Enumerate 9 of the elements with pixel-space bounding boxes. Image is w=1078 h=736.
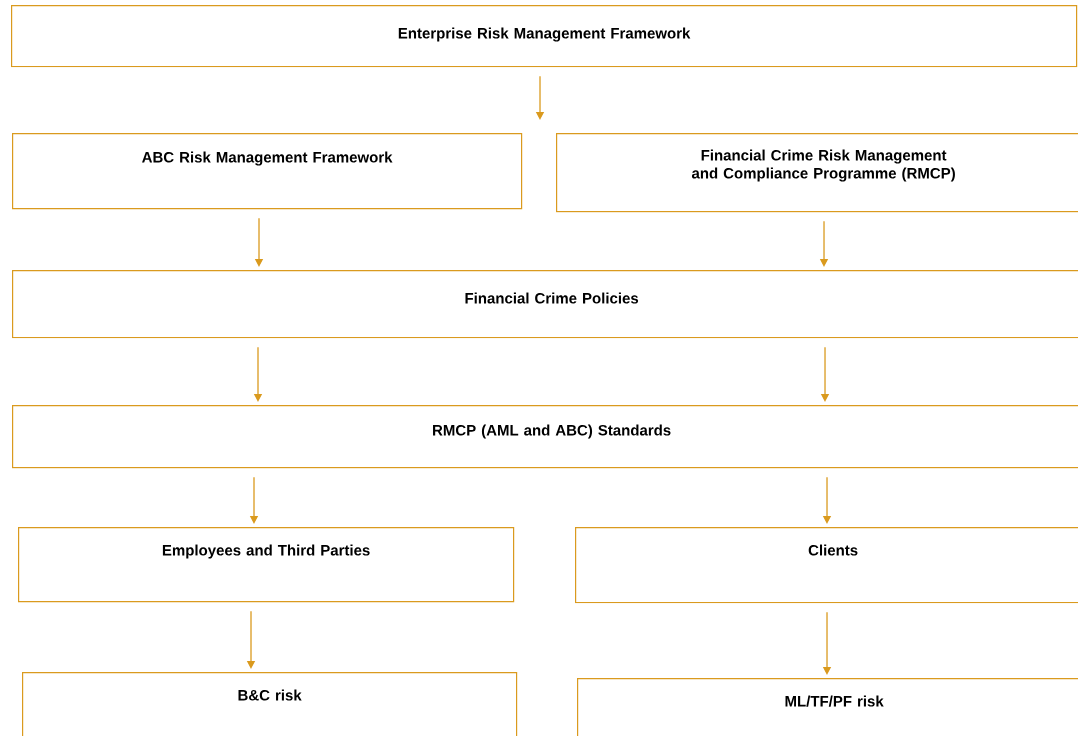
process-box: ABC Risk Management Framework [12, 133, 523, 210]
process-box: Financial Crime Risk Management and Compliance Programme (RMCP) [556, 133, 1078, 213]
process-box: Clients [575, 527, 1078, 604]
process-box: Enterprise Risk Management Framework [11, 5, 1078, 68]
process-box: Employees and Third Parties [18, 527, 515, 603]
process-box: B&C risk [22, 672, 518, 736]
process-box: ML/TF/PF risk [577, 678, 1078, 736]
process-box: Financial Crime Policies [12, 270, 1078, 339]
process-box: RMCP (AML and ABC) Standards [12, 405, 1078, 469]
